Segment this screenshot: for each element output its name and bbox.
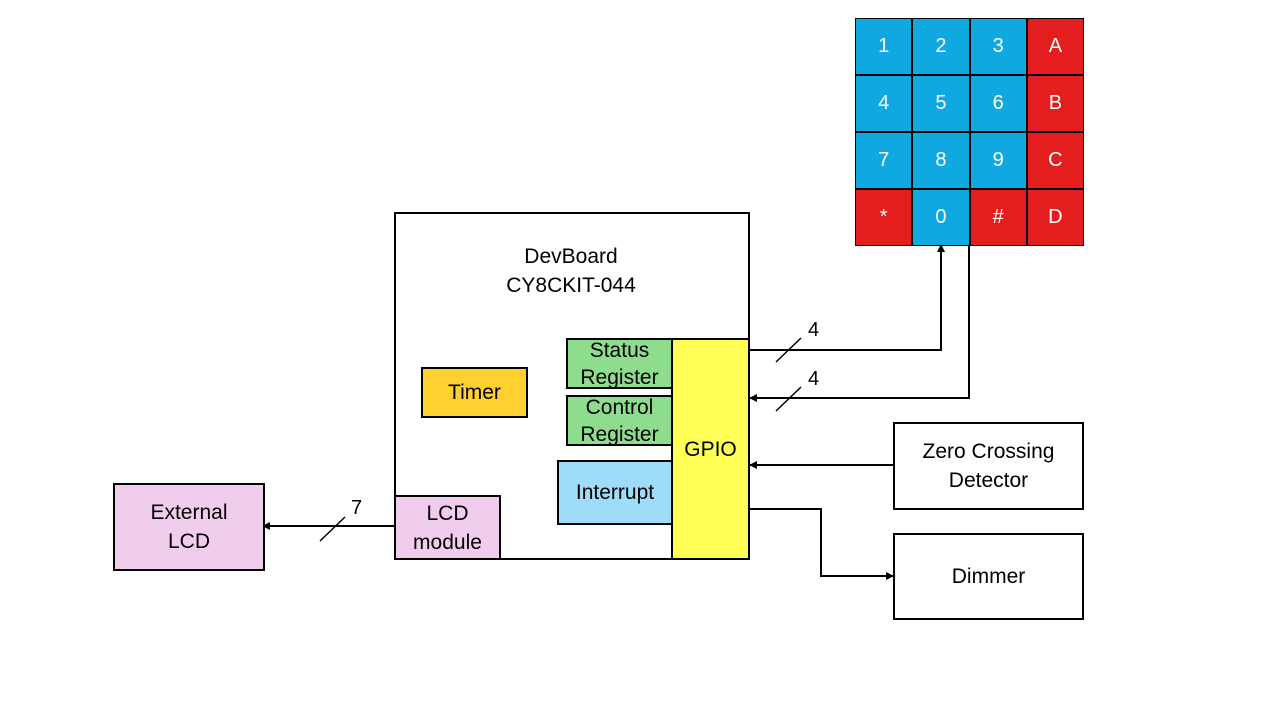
bus-slash-lcd [319, 516, 346, 542]
keypad-key-7: 7 [855, 132, 913, 189]
keypad-key-9: 9 [969, 132, 1027, 189]
keypad-key-B: B [1026, 75, 1084, 132]
keypad-key-8: 8 [912, 132, 970, 189]
bus-width-lcd: 7 [351, 497, 363, 519]
wire-keypad-to-gpio [749, 245, 970, 402]
keypad-key-0: 0 [912, 189, 970, 246]
status-register-block: Status Register [566, 338, 673, 389]
lcd-module-block: LCD module [394, 495, 501, 560]
keypad-key-A: A [1026, 18, 1084, 75]
keypad-key-2: 2 [912, 18, 970, 75]
keypad-key-C: C [1026, 132, 1084, 189]
keypad-key-#: # [969, 189, 1027, 246]
keypad-key-4: 4 [855, 75, 913, 132]
bus-width-keypad-out: 4 [808, 319, 820, 341]
external-lcd-block: External LCD [113, 483, 265, 571]
wire-gpio-to-keypad [750, 244, 945, 351]
bus-slash-keypad-out [775, 337, 802, 363]
zero-crossing-detector-block: Zero Crossing Detector [893, 422, 1084, 510]
gpio-block: GPIO [671, 338, 750, 560]
keypad-key-D: D [1026, 189, 1084, 246]
devboard-model: CY8CKIT-044 [506, 274, 636, 297]
keypad-key-1: 1 [855, 18, 913, 75]
control-register-block: Control Register [566, 395, 673, 446]
timer-block: Timer [421, 367, 528, 418]
dimmer-block: Dimmer [893, 533, 1084, 620]
devboard-title: DevBoard [524, 245, 618, 268]
bus-width-keypad-in: 4 [808, 368, 820, 390]
bus-slash-keypad-in [775, 386, 802, 412]
wire-gpio-to-dimmer [750, 508, 894, 580]
keypad-key-3: 3 [969, 18, 1027, 75]
interrupt-block: Interrupt [557, 460, 673, 525]
keypad-key-*: * [855, 189, 913, 246]
keypad-key-6: 6 [969, 75, 1027, 132]
keypad-key-5: 5 [912, 75, 970, 132]
